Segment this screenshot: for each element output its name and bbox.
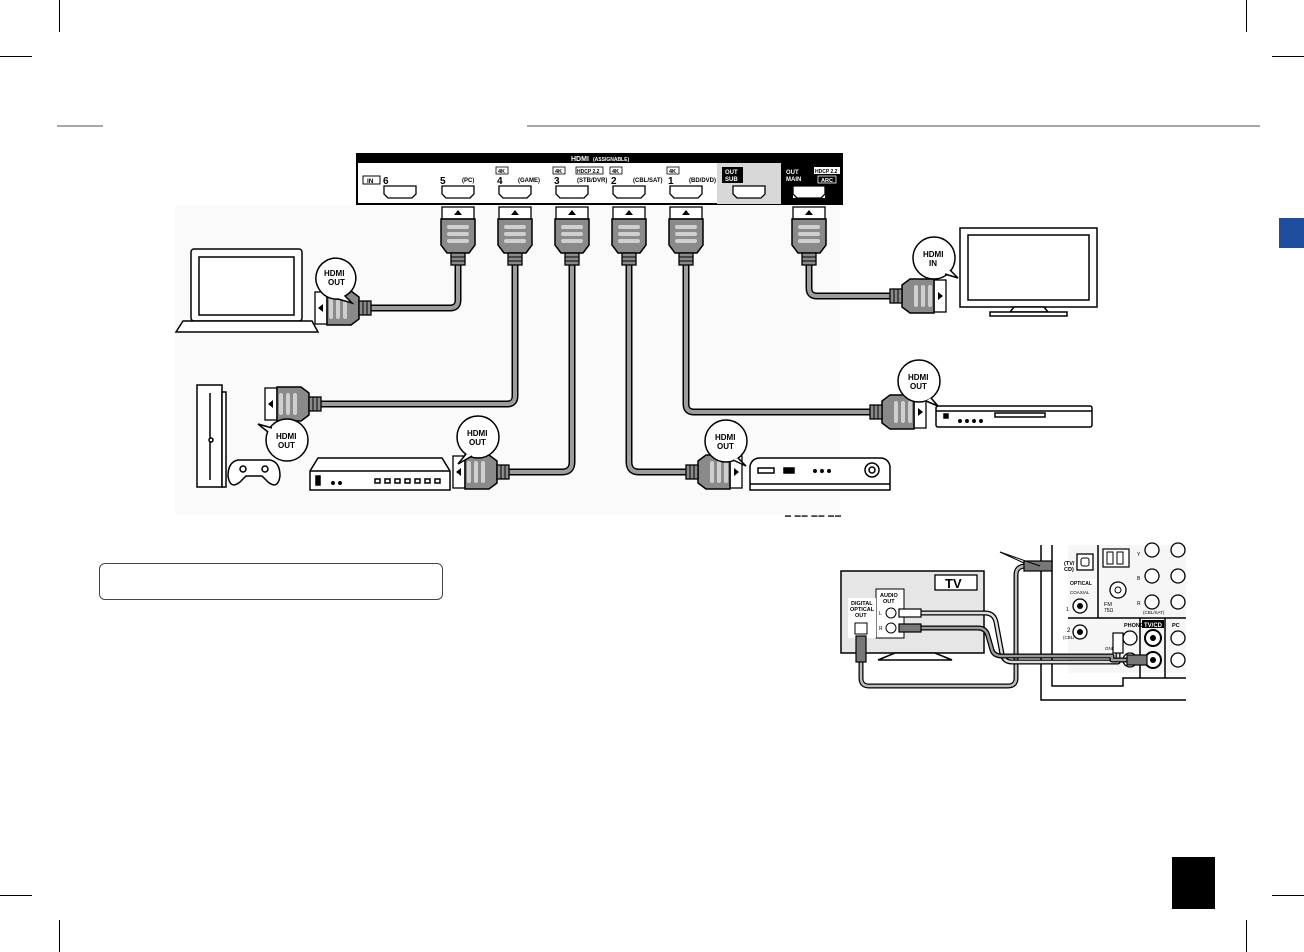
callout-bd-player <box>897 359 941 407</box>
tv-audio-l: L <box>879 611 882 617</box>
hdmi-input-5-number: 5 <box>440 176 446 187</box>
arc-label: ARC <box>821 178 833 184</box>
panel-tvcd: TV/CD <box>1144 623 1163 629</box>
hdmi-input-2-badge: 4K <box>612 169 619 175</box>
hdmi-input-3-name: (STB/DVR) <box>577 178 607 184</box>
section-rule-left <box>57 125 103 127</box>
callout-stb <box>456 415 500 465</box>
hdmi-input-4-name: (GAME) <box>518 178 540 184</box>
hdmi-input-2-number: 2 <box>611 176 617 187</box>
panel-phono: PHONO <box>1124 623 1145 629</box>
callout-bd-player-line1: HDMI <box>908 373 928 382</box>
callout-tv-line2: IN <box>929 259 937 268</box>
panel-gnd: GND <box>1105 646 1116 651</box>
callout-stb-line1: HDMI <box>467 429 487 438</box>
tv-icon <box>959 227 1098 317</box>
panel-coaxial: COAXIAL <box>1070 590 1090 595</box>
receiver-audio-panel <box>1040 545 1186 701</box>
callout-cable-box-line2: OUT <box>717 442 734 451</box>
tv-digital-1: DIGITAL <box>851 601 873 607</box>
panel-fm-ohm: 75Ω <box>1104 608 1114 614</box>
hdmi-input-1-badge: 4K <box>669 169 676 175</box>
tv-label: TV <box>945 576 962 591</box>
panel-tvcd-small-1: (TV/ <box>1064 561 1075 567</box>
callout-laptop-line1: HDMI <box>324 269 344 278</box>
hdmi-rear-panel <box>356 153 843 205</box>
callout-tv <box>912 236 959 280</box>
cable-box-icon <box>749 457 891 491</box>
laptop-icon <box>174 248 320 333</box>
tv-audio-r: R <box>879 626 883 632</box>
callout-cable-box-line1: HDMI <box>715 433 735 442</box>
small-caption-marks: ▬ ▬▬ ▬▬ ▬▬ <box>785 513 843 519</box>
callout-laptop-line2: OUT <box>328 278 345 287</box>
tv-audio-out-2: OUT <box>883 599 895 605</box>
hdmi-panel-subtitle: (ASSIGNABLE) <box>593 157 629 163</box>
hdmi-input-3-badge: 4K <box>555 169 562 175</box>
page-number-box <box>1172 857 1215 909</box>
hdmi-in-label: IN <box>367 178 374 185</box>
hdmi-input-6-number: 6 <box>383 176 389 187</box>
tv-digital-2: OPTICAL <box>850 607 875 613</box>
hdmi-input-5-name: (PC) <box>462 178 474 184</box>
callout-tv-line1: HDMI <box>923 250 943 259</box>
panel-coax1-num: 1 <box>1066 607 1069 613</box>
out-main-label-1: OUT <box>786 170 799 176</box>
hdmi-input-3-badge-hdcp: HDCP 2.2 <box>577 169 600 175</box>
hdmi-input-4-number: 4 <box>497 176 503 187</box>
panel-y: Y <box>1137 552 1141 558</box>
out-main-label-2: MAIN <box>786 177 801 183</box>
hdmi-input-1-name: (BD/DVD) <box>689 178 716 184</box>
panel-pb: B <box>1137 576 1141 582</box>
out-sub-label-2: SUB <box>725 177 738 183</box>
hdmi-input-1-number: 1 <box>668 176 674 187</box>
panel-coax2-num: 2 <box>1067 628 1071 634</box>
panel-pr: R <box>1137 601 1141 607</box>
panel-tvcd-small-2: CD) <box>1064 567 1074 573</box>
bd-player-icon <box>935 405 1093 428</box>
panel-cblsat: (CBL/SAT) <box>1143 610 1165 615</box>
callout-laptop <box>315 257 357 305</box>
hdmi-input-2-name: (CBL/SAT) <box>633 178 663 184</box>
callout-cable-box <box>704 419 748 467</box>
callout-console-line1: HDMI <box>276 432 296 441</box>
out-main-badge: HDCP 2.2 <box>815 169 838 175</box>
hdmi-panel-title: HDMI <box>571 156 589 163</box>
section-rule-right <box>527 125 1260 127</box>
hdmi-input-3-number: 3 <box>554 176 560 187</box>
tv-audio-out-1: AUDIO <box>880 593 898 599</box>
out-sub-label-1: OUT <box>725 170 738 176</box>
callout-stb-line2: OUT <box>469 438 486 447</box>
callout-console-line2: OUT <box>278 441 295 450</box>
panel-coax2-name: (CBL/ <box>1063 635 1075 640</box>
callout-bd-player-line2: OUT <box>910 382 927 391</box>
panel-pc: PC <box>1172 623 1180 629</box>
callout-console <box>257 418 309 462</box>
note-box <box>99 563 443 600</box>
hdmi-input-4-badge: 4K <box>498 169 505 175</box>
panel-fm: FM <box>1104 602 1112 608</box>
chapter-tab <box>1279 218 1304 248</box>
set-top-box-icon <box>309 457 451 491</box>
game-console-icon <box>196 384 281 488</box>
tv-digital-3: OUT <box>855 613 867 619</box>
panel-optical: OPTICAL <box>1070 581 1092 587</box>
